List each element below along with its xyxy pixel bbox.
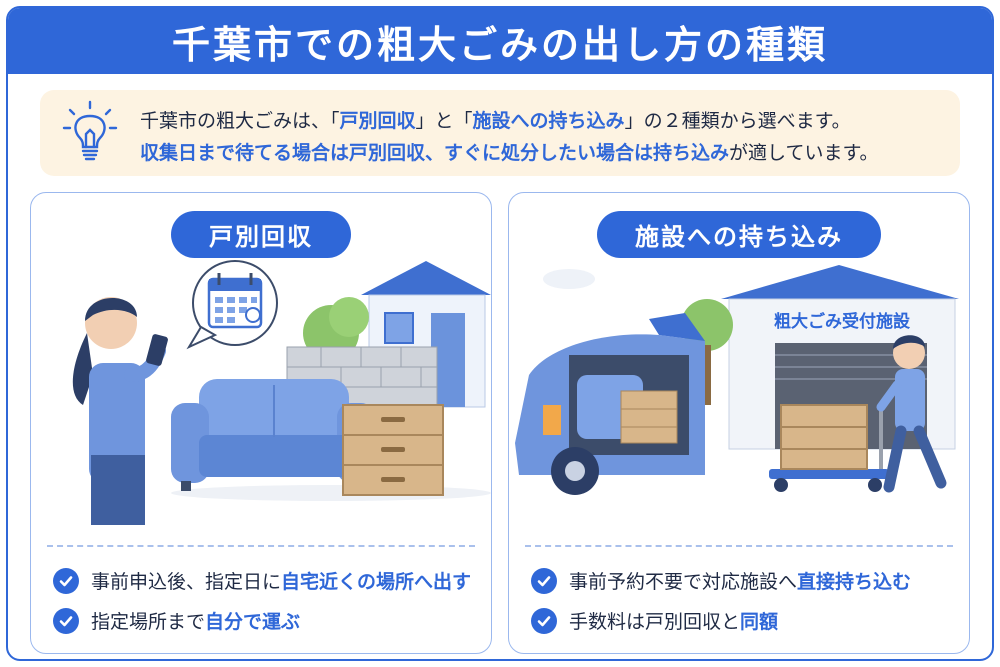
- card-heading: 戸別回収: [171, 211, 351, 258]
- point-row: 事前申込後、指定日に自宅近くの場所へ出す: [53, 567, 471, 594]
- point-highlight: 自分で運ぶ: [205, 611, 301, 633]
- intro-highlight-facility: 施設への持ち込み: [472, 110, 625, 132]
- card-divider: [47, 545, 475, 547]
- calendar-icon: [186, 260, 278, 350]
- intro-text: 」の２種類から選べます。: [624, 110, 851, 132]
- point-row: 手数料は戸別回収と同額: [531, 607, 778, 634]
- card-heading: 施設への持ち込み: [597, 211, 881, 258]
- card-door-collection: 戸別回収: [30, 192, 492, 654]
- intro-text: 千葉市の粗大ごみは、「: [140, 110, 340, 132]
- intro-line-2: 収集日まで待てる場合は戸別回収、すぐに処分したい場合は持ち込みが適しています。: [140, 138, 879, 165]
- check-icon: [53, 567, 79, 594]
- point-text: 手数料は戸別回収と: [569, 611, 741, 633]
- intro-box: 千葉市の粗大ごみは、「戸別回収」と「施設への持ち込み」の２種類から選べます。 収…: [40, 90, 960, 176]
- point-highlight: 自宅近くの場所へ出す: [281, 571, 472, 593]
- check-icon: [53, 607, 79, 634]
- intro-text: 」と「: [415, 110, 473, 132]
- woman-illustration: [72, 297, 168, 525]
- point-row: 指定場所まで自分で運ぶ: [53, 607, 300, 634]
- car-illustration: [515, 313, 705, 495]
- intro-line-1: 千葉市の粗大ごみは、「戸別回収」と「施設への持ち込み」の２種類から選べます。: [140, 106, 851, 133]
- check-icon: [531, 607, 557, 634]
- drawer-chest-illustration: [342, 404, 444, 496]
- point-text: 事前予約不要で対応施設へ: [569, 571, 798, 593]
- door-collection-illustration: [72, 260, 491, 525]
- intro-highlight-advice: 収集日まで待てる場合は戸別回収、すぐに処分したい場合は持ち込み: [140, 142, 730, 164]
- facility-dropoff-illustration: 粗大ごみ受付施設: [515, 265, 959, 495]
- page-title: 千葉市での粗大ごみの出し方の種類: [171, 22, 828, 67]
- card-facility-dropoff: 施設への持ち込み 粗大ごみ受付施設: [508, 192, 970, 654]
- title-bar: 千葉市での粗大ごみの出し方の種類: [8, 8, 992, 74]
- point-text: 事前申込後、指定日に: [91, 571, 282, 593]
- point-text: 指定場所まで: [91, 611, 206, 633]
- lightbulb-icon: [62, 100, 118, 161]
- point-highlight: 直接持ち込む: [797, 571, 912, 593]
- man-with-cart-illustration: [769, 335, 947, 493]
- intro-highlight-door-collection: 戸別回収: [339, 110, 416, 132]
- check-icon: [531, 567, 557, 594]
- infographic-frame: 千葉市での粗大ごみの出し方の種類 千葉市の粗大ごみは、「戸別回収」と「施設への持…: [6, 6, 994, 661]
- card-divider: [525, 545, 953, 547]
- point-highlight: 同額: [740, 611, 779, 633]
- intro-text: が適しています。: [729, 142, 879, 164]
- facility-sign: 粗大ごみ受付施設: [774, 311, 911, 332]
- point-row: 事前予約不要で対応施設へ直接持ち込む: [531, 567, 911, 594]
